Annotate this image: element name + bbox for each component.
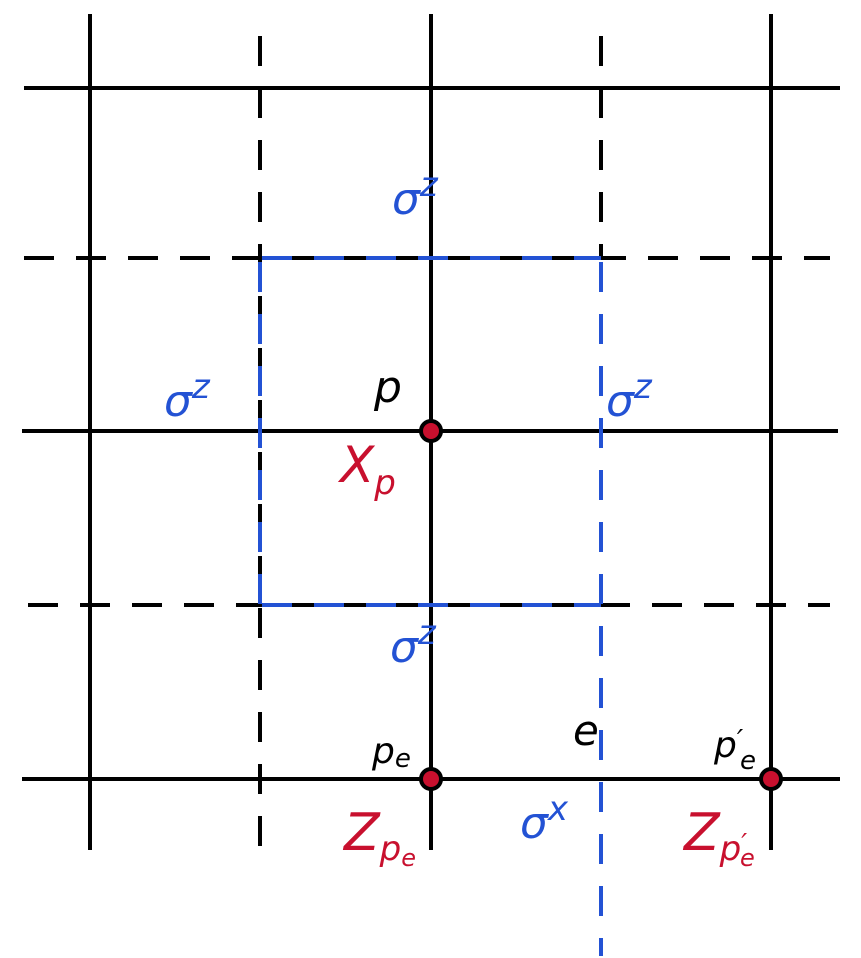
operator-X-sub: p <box>373 463 396 503</box>
label-p: p <box>373 362 402 413</box>
sigma-symbol: σ <box>164 376 193 427</box>
sigma-superscript: z <box>191 367 211 407</box>
dual-lattice <box>24 36 830 860</box>
vertex-p <box>419 419 443 443</box>
label-p-e-prime: p′e <box>713 723 756 776</box>
label-p-e-base: p <box>371 731 395 772</box>
operator-Z-subsub: e <box>401 844 416 872</box>
label-X-p: Xp <box>337 436 396 503</box>
label-p-e-prime-sub: e <box>740 746 756 776</box>
sigma-symbol: σ <box>606 376 635 427</box>
sigma-symbol: σ <box>520 798 549 849</box>
label-p-e-sub: e <box>395 744 411 774</box>
sigma-symbol: σ <box>390 622 419 673</box>
operator-Z2-subsub: e <box>740 844 755 872</box>
operator-Z2-sub: p <box>719 829 742 869</box>
sigma-superscript: z <box>417 613 437 653</box>
operator-Z-sub: p <box>379 829 402 869</box>
label-sigma-z-right: σz <box>606 367 653 427</box>
operator-Z2-prime: ′ <box>741 829 747 859</box>
vertex-p-e-prime <box>759 767 783 791</box>
operator-Z: Z <box>342 803 381 863</box>
vertex-markers <box>419 419 783 791</box>
label-p-e-prime-base: p <box>713 725 737 766</box>
sigma-superscript: z <box>419 165 439 205</box>
label-p-e-prime-prime: ′ <box>737 723 744 756</box>
label-p-e: pe <box>371 731 411 774</box>
sigma-superscript: x <box>547 789 569 829</box>
operator-Z2: Z <box>682 803 721 863</box>
sigma-symbol: σ <box>392 174 421 225</box>
operator-X: X <box>337 436 376 494</box>
sigma-superscript: z <box>633 367 653 407</box>
label-Z-p-e-prime: Zp′e <box>682 803 755 872</box>
label-sigma-z-top: σz <box>392 165 439 225</box>
label-sigma-z-left: σz <box>164 367 211 427</box>
label-e: e <box>573 706 599 755</box>
label-sigma-x: σx <box>520 789 569 849</box>
vertex-p-e <box>419 767 443 791</box>
label-sigma-z-bottom: σz <box>390 613 437 673</box>
label-Z-p-e: Zpe <box>342 803 416 872</box>
dual-string-path <box>258 256 603 956</box>
